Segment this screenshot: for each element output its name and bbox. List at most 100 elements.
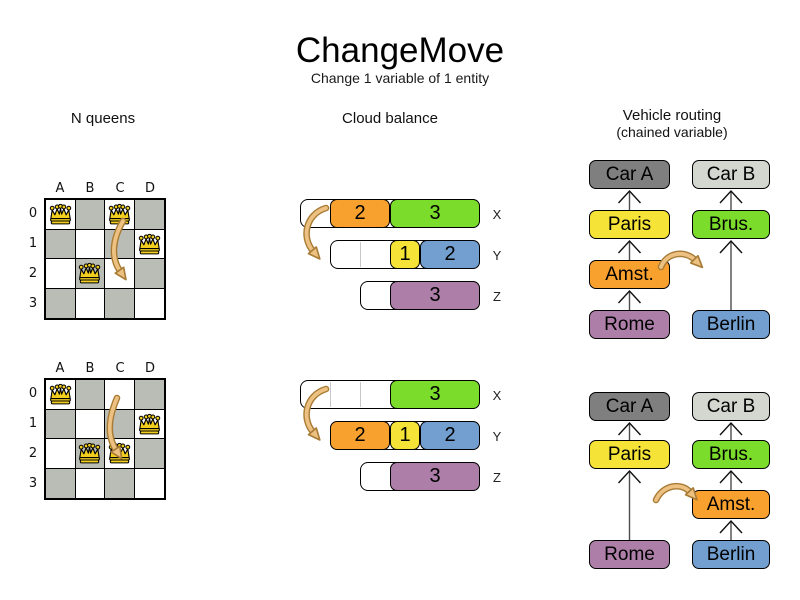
page-subtitle: Change 1 variable of 1 entity — [310, 70, 490, 86]
queen-icon — [47, 202, 74, 226]
board-col-label: B — [85, 361, 95, 376]
board-row-label: 0 — [28, 206, 38, 221]
cloud-process-block: 2 — [420, 240, 480, 269]
vehicle-node-brus: Brus. — [692, 440, 770, 469]
cloud-process-block: 3 — [390, 380, 480, 409]
cloud-process-block: 3 — [390, 199, 480, 228]
queen-icon — [106, 441, 133, 465]
chess-board-after — [44, 378, 166, 500]
board-col-label: D — [144, 181, 155, 196]
chess-cell-B1 — [75, 229, 105, 259]
chess-cell-B2 — [75, 439, 105, 469]
queen-icon — [136, 412, 163, 436]
vehicle-node-paris: Paris — [589, 210, 670, 239]
chess-cell-C2 — [105, 439, 135, 469]
chess-cell-B2 — [75, 259, 105, 289]
cloud-computer-label: Y — [492, 429, 502, 444]
board-row-label: 0 — [28, 386, 38, 401]
chess-cell-C2 — [105, 259, 135, 289]
cloud-capacity-divider — [360, 382, 361, 407]
chess-cell-A2 — [46, 259, 76, 289]
cloud-computer-label: Z — [493, 470, 501, 485]
chess-cell-C1 — [105, 409, 135, 439]
section-subheader-vehicle: (chained variable) — [616, 124, 728, 140]
cloud-process-block: 3 — [390, 281, 480, 310]
chess-cell-D0 — [134, 380, 164, 410]
chain-arrowhead — [719, 189, 743, 204]
cloud-computer-label: Z — [493, 289, 501, 304]
queen-icon — [136, 232, 163, 256]
chess-cell-D1 — [134, 229, 164, 259]
vehicle-node-berlin: Berlin — [692, 310, 770, 339]
board-col-label: B — [85, 181, 95, 196]
chess-cell-D3 — [134, 468, 164, 498]
cloud-computer-label: X — [492, 388, 502, 403]
section-header-nqueens: N queens — [70, 110, 136, 127]
board-col-label: A — [55, 181, 65, 196]
chess-cell-C1 — [105, 229, 135, 259]
board-row-label: 1 — [28, 236, 38, 251]
chess-cell-B0 — [75, 200, 105, 230]
chess-cell-D1 — [134, 409, 164, 439]
vehicle-node-carb: Car B — [692, 392, 770, 421]
board-col-label: C — [115, 361, 125, 376]
queen-icon — [76, 261, 103, 285]
board-row-label: 2 — [28, 446, 38, 461]
board-col-label: D — [144, 361, 155, 376]
cloud-process-block: 2 — [330, 199, 390, 228]
chain-arrowhead — [617, 289, 642, 304]
board-row-label: 3 — [28, 476, 38, 491]
vehicle-node-rome: Rome — [589, 310, 670, 339]
cloud-process-block: 2 — [420, 421, 480, 450]
cloud-process-block: 2 — [330, 421, 390, 450]
chess-cell-A3 — [46, 288, 76, 318]
chain-arrowhead — [617, 469, 642, 484]
vehicle-node-amst: Amst. — [692, 490, 770, 519]
chess-cell-A0 — [46, 380, 76, 410]
section-header-vehicle: Vehicle routing — [622, 107, 722, 124]
chain-arrowhead — [617, 189, 642, 204]
chess-cell-A1 — [46, 229, 76, 259]
chess-cell-B0 — [75, 380, 105, 410]
vehicle-node-rome: Rome — [589, 540, 670, 569]
page-title: ChangeMove — [295, 31, 505, 70]
cloud-computer-label: Y — [492, 248, 502, 263]
chess-cell-C3 — [105, 468, 135, 498]
chess-cell-C3 — [105, 288, 135, 318]
chess-cell-A2 — [46, 439, 76, 469]
chain-arrowhead — [719, 469, 743, 484]
queen-icon — [47, 382, 74, 406]
move-arrow-vehicle-after-outline — [652, 482, 694, 504]
chess-cell-D0 — [134, 200, 164, 230]
chess-cell-B1 — [75, 409, 105, 439]
chess-cell-A1 — [46, 409, 76, 439]
cloud-capacity-divider — [360, 242, 361, 267]
vehicle-node-berlin: Berlin — [692, 540, 770, 569]
vehicle-node-paris: Paris — [589, 440, 670, 469]
chain-arrows-group — [617, 189, 743, 540]
queen-icon — [76, 441, 103, 465]
queen-icon — [106, 202, 133, 226]
chess-cell-B3 — [75, 288, 105, 318]
chess-cell-C0 — [105, 380, 135, 410]
chain-arrowhead — [719, 519, 743, 534]
cloud-computer-label: X — [492, 207, 502, 222]
board-col-label: A — [55, 361, 65, 376]
vehicle-node-carb: Car B — [692, 160, 770, 189]
chess-cell-D3 — [134, 288, 164, 318]
chess-cell-D2 — [134, 439, 164, 469]
cloud-process-block: 1 — [390, 421, 420, 450]
chess-cell-D2 — [134, 259, 164, 289]
board-col-label: C — [115, 181, 125, 196]
move-arrow-vehicle-after — [654, 484, 698, 502]
board-row-label: 2 — [28, 266, 38, 281]
chess-board-before — [44, 198, 166, 320]
vehicle-node-cara: Car A — [589, 160, 670, 189]
vehicle-node-brus: Brus. — [692, 210, 770, 239]
chain-arrowhead — [719, 421, 743, 436]
section-header-cloud: Cloud balance — [342, 110, 438, 127]
chain-arrowhead — [617, 421, 642, 436]
chess-cell-A3 — [46, 468, 76, 498]
chain-arrowhead — [719, 239, 743, 254]
